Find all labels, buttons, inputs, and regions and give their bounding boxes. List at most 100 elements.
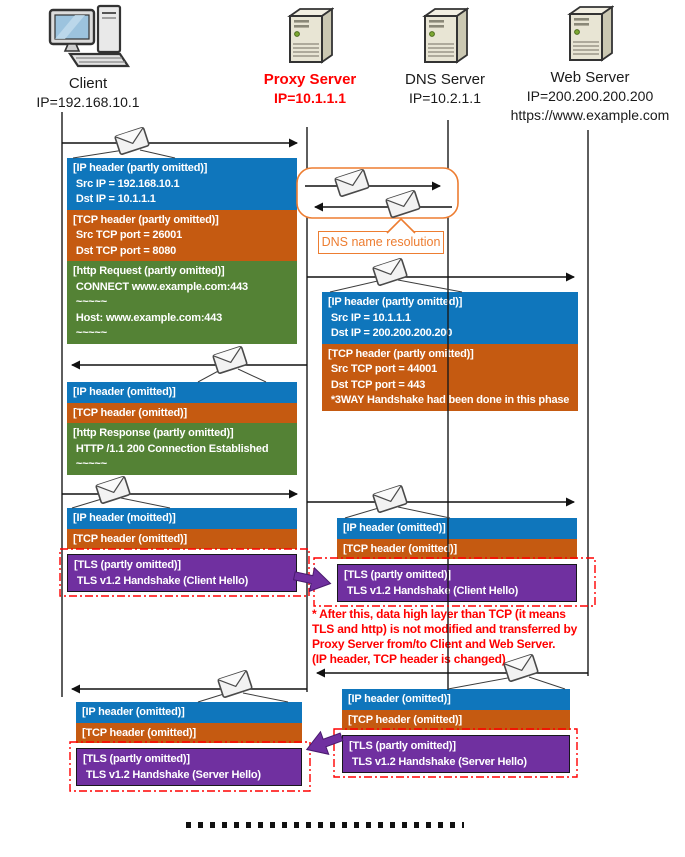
packet-icon xyxy=(211,345,249,375)
actor-proxy-server: Proxy Server IP=10.1.1.1 xyxy=(240,6,380,108)
packet-field-line: [TCP header (partly omitted)] xyxy=(73,213,219,226)
packet-icon xyxy=(384,189,422,219)
tower-server-icon xyxy=(567,5,614,62)
callout-line xyxy=(447,676,514,690)
packet-field-line: [http Request (partly omitted)] xyxy=(73,265,225,277)
tls-forward-arrow xyxy=(292,566,332,593)
packet-field-line: *3WAY Handshake had been done in this ph… xyxy=(328,394,570,406)
tcp-header-segment: [TCP header (partly omitted)] Src TCP po… xyxy=(67,209,297,261)
callout-line xyxy=(528,676,566,690)
packet-block-connect-request: [IP header (partly omitted)] Src IP = 19… xyxy=(67,158,297,344)
packet-field-line: [TLS (partly omitted)] xyxy=(83,753,190,765)
callout-line xyxy=(197,368,223,383)
tls-segment: [TLS (partly omitted)] TLS v1.2 Handshak… xyxy=(342,735,570,773)
packet-block-http-response: [IP header (omitted)] [TCP header (omitt… xyxy=(67,382,297,475)
packet-field-line: Src IP = 192.168.10.1 xyxy=(73,177,180,190)
tcp-header-segment: [TCP header (partly omitted)] Src TCP po… xyxy=(322,343,578,411)
packet-field-line: Dst IP = 10.1.1.1 xyxy=(73,193,156,205)
packet-field-line: [IP header (moitted)] xyxy=(73,512,176,524)
packet-icon xyxy=(333,168,371,198)
packet-field-line: [IP header (omitted)] xyxy=(343,522,446,534)
ip-header-segment: [IP header (partly omitted)] Src IP = 10… xyxy=(322,292,578,344)
packet-icon xyxy=(371,257,409,287)
tls-segment: [TLS (partly omitted)] TLS v1.2 Handshak… xyxy=(76,748,302,786)
tcp-header-segment: [TCP header (omitted)] xyxy=(67,528,297,549)
packet-block-client-hello-right: [IP header (omitted)] [TCP header (omitt… xyxy=(337,518,577,602)
annotation-line: Proxy Server from/to Client and Web Serv… xyxy=(312,637,556,651)
callout-line xyxy=(397,279,463,293)
ip-header-segment: [IP header (omitted)] xyxy=(76,702,302,723)
packet-field-line: Host: www.example.com:443 xyxy=(73,311,223,324)
annotation-line: (IP header, TCP header is changed) xyxy=(312,652,506,666)
packet-field-line: [TCP header (omitted)] xyxy=(343,542,457,555)
callout-line xyxy=(120,497,171,509)
packet-field-line: Dst TCP port = 8080 xyxy=(73,244,177,257)
packet-field-line: TLS v1.2 Handshake (Server Hello) xyxy=(83,768,261,781)
packet-field-line: [TCP header (omitted)] xyxy=(73,532,187,545)
callout-line xyxy=(72,149,125,159)
packet-field-line: [IP header (partly omitted)] xyxy=(73,162,208,174)
proxy-note-annotation: * After this, data high layer than TCP (… xyxy=(312,607,642,667)
packet-field-line: ~~~~~ xyxy=(73,296,107,308)
packet-field-line: TLS v1.2 Handshake (Client Hello) xyxy=(344,584,519,597)
packet-field-line: Src TCP port = 26001 xyxy=(73,229,183,241)
packet-field-line: TLS v1.2 Handshake (Server Hello) xyxy=(349,755,527,768)
annotation-line: * After this, data high layer than TCP (… xyxy=(312,607,566,621)
actor-web-ip: IP=200.200.200.200 xyxy=(526,88,654,104)
packet-field-line: [IP header (omitted)] xyxy=(73,386,176,398)
packet-block-client-hello-left: [IP header (moitted)] [TCP header (omitt… xyxy=(67,508,297,592)
packet-field-line: ~~~~~ xyxy=(73,458,107,470)
packet-field-line: [IP header (omitted)] xyxy=(82,706,185,718)
callout-line xyxy=(397,506,451,519)
continuation-dots xyxy=(186,822,464,828)
callout-line xyxy=(197,692,228,703)
packet-icon xyxy=(94,475,132,505)
http-segment: [http Response (partly omitted)] HTTP /1… xyxy=(67,423,297,475)
http-segment: [http Request (partly omitted)] CONNECT … xyxy=(67,261,297,344)
packet-field-line: ~~~~~ xyxy=(73,327,107,339)
packet-field-line: [TCP header (omitted)] xyxy=(82,726,196,739)
packet-field-line: CONNECT www.example.com:443 xyxy=(73,280,248,293)
packet-field-line: Src IP = 10.1.1.1 xyxy=(328,311,411,324)
callout-line xyxy=(71,497,106,509)
annotation-line: TLS and http) is not modified and transf… xyxy=(312,622,578,636)
callout-line xyxy=(329,279,383,293)
actor-dns-ip: IP=10.2.1.1 xyxy=(408,90,481,106)
desktop-computer-icon xyxy=(48,4,131,68)
ip-header-segment: [IP header (omitted)] xyxy=(342,689,570,710)
packet-field-line: [IP header (omitted)] xyxy=(348,693,451,705)
actor-client-label: Client xyxy=(68,75,108,92)
actor-proxy-label: Proxy Server xyxy=(263,71,357,88)
packet-icon xyxy=(113,126,151,156)
packet-field-line: [IP header (partly omitted)] xyxy=(328,296,463,308)
tls-segment: [TLS (partly omitted)] TLS v1.2 Handshak… xyxy=(67,554,297,592)
dns-resolution-box xyxy=(296,167,459,219)
actor-dns-server: DNS Server IP=10.2.1.1 xyxy=(375,6,515,108)
packet-field-line: [TLS (partly omitted)] xyxy=(349,740,456,752)
packet-field-line: [TLS (partly omitted)] xyxy=(74,559,181,571)
callout-line xyxy=(344,506,383,519)
ip-header-segment: [IP header (moitted)] xyxy=(67,508,297,529)
tcp-header-segment: [TCP header (omitted)] xyxy=(342,709,570,730)
dns-resolution-callout: DNS name resolution xyxy=(318,231,444,254)
ip-header-segment: [IP header (omitted)] xyxy=(67,382,297,403)
packet-icon xyxy=(216,669,254,699)
packet-field-line: [http Response (partly omitted)] xyxy=(73,427,234,439)
tower-server-icon xyxy=(422,7,469,64)
tls-segment: [TLS (partly omitted)] TLS v1.2 Handshak… xyxy=(337,564,577,602)
packet-block-proxy-to-web: [IP header (partly omitted)] Src IP = 10… xyxy=(322,292,578,411)
ip-header-segment: [IP header (partly omitted)] Src IP = 19… xyxy=(67,158,297,210)
actor-web-url: https://www.example.com xyxy=(510,107,670,123)
packet-block-server-hello-left: [IP header (omitted)] [TCP header (omitt… xyxy=(76,702,302,786)
callout-line xyxy=(237,368,267,383)
packet-field-line: HTTP /1.1 200 Connection Established xyxy=(73,442,269,455)
tcp-header-segment: [TCP header (omitted)] xyxy=(76,722,302,743)
actor-web-label: Web Server xyxy=(550,69,630,86)
packet-field-line: Src TCP port = 44001 xyxy=(328,363,438,375)
actor-client-ip: IP=192.168.10.1 xyxy=(36,94,140,110)
packet-icon xyxy=(371,484,409,514)
packet-field-line: [TCP header (omitted)] xyxy=(348,713,462,726)
packet-field-line: [TLS (partly omitted)] xyxy=(344,569,451,581)
packet-field-line: Dst IP = 200.200.200.200 xyxy=(328,327,453,339)
